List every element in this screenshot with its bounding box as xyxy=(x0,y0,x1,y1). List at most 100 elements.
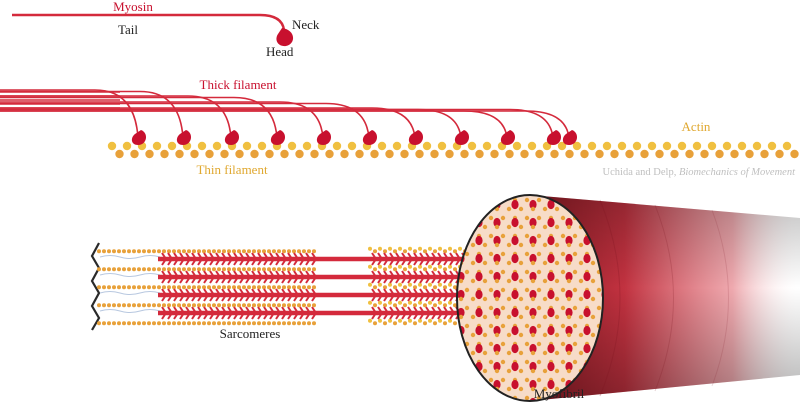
actin-dot xyxy=(500,305,506,311)
thin-filament-bead xyxy=(102,321,106,326)
thin-filament-bead xyxy=(282,303,286,308)
actin-dot xyxy=(572,305,578,311)
cross-bridge xyxy=(233,288,239,296)
cross-bridge xyxy=(215,312,221,320)
thin-filament-bead xyxy=(267,303,271,308)
thin-filament-bead xyxy=(368,318,372,323)
cross-bridge xyxy=(311,252,317,260)
thin-filament-bead xyxy=(383,285,387,290)
actin-dot xyxy=(572,341,578,347)
cross-bridge xyxy=(293,270,299,278)
actin-dot xyxy=(488,215,494,221)
thin-filament-bead xyxy=(217,249,221,254)
cross-bridge xyxy=(203,294,209,302)
thin-filament-bead xyxy=(177,303,181,308)
thin-filament-bead xyxy=(307,267,311,272)
actin-monomer xyxy=(250,149,259,159)
cross-bridge xyxy=(389,270,395,278)
thin-filament-bead xyxy=(458,246,462,251)
actin-dot xyxy=(590,296,596,302)
cross-bridge xyxy=(443,258,449,266)
actin-dot xyxy=(470,386,476,392)
thin-filament-bead xyxy=(413,303,417,308)
cross-bridge xyxy=(245,258,251,266)
actin-dot xyxy=(524,359,530,365)
myosin-head xyxy=(176,130,192,145)
cross-bridge xyxy=(185,258,191,266)
actin-monomer xyxy=(722,141,732,151)
myosin-dot xyxy=(457,289,465,300)
actin-monomer xyxy=(167,141,177,151)
actin-dot xyxy=(464,269,470,275)
thin-filament-bead xyxy=(292,249,296,254)
myosin-dot xyxy=(529,271,537,282)
thin-filament-bead xyxy=(433,285,437,290)
actin-dot xyxy=(554,260,560,266)
cross-bridge xyxy=(215,252,221,260)
credit-text: Uchida and Delp, Biomechanics of Movemen… xyxy=(603,167,797,178)
cross-bridge xyxy=(221,312,227,320)
actin-dot xyxy=(542,296,548,302)
cross-bridge xyxy=(305,288,311,296)
thin-filament-bead xyxy=(287,321,291,326)
actin-dot xyxy=(500,377,506,383)
cross-bridge xyxy=(383,312,389,320)
cross-bridge xyxy=(239,306,245,314)
thin-filament-bead xyxy=(172,321,176,326)
cross-bridge xyxy=(227,312,233,320)
myosin-dot xyxy=(511,361,519,372)
cross-bridge xyxy=(251,252,257,260)
thin-filament-bead xyxy=(147,303,151,308)
thin-filament-bead xyxy=(177,321,181,326)
cross-bridge xyxy=(305,276,311,284)
cross-bridge xyxy=(305,252,311,260)
actin-dot xyxy=(566,260,572,266)
cross-bridge xyxy=(227,294,233,302)
cross-bridge xyxy=(401,252,407,260)
thin-filament-bead xyxy=(142,285,146,290)
myosin-dot xyxy=(493,307,501,318)
thin-filament-bead xyxy=(423,303,427,308)
cross-bridge xyxy=(305,312,311,320)
thin-filament-bead xyxy=(177,267,181,272)
cross-bridge xyxy=(383,258,389,266)
thin-filament-bead xyxy=(97,321,101,326)
actin-dot xyxy=(488,197,494,203)
thin-filament-bead xyxy=(438,264,442,269)
cross-bridge xyxy=(407,258,413,266)
cross-bridge xyxy=(281,312,287,320)
thin-filament-bead xyxy=(373,267,377,272)
cross-bridge xyxy=(281,306,287,314)
thin-filament-bead xyxy=(388,300,392,305)
cross-bridge xyxy=(281,270,287,278)
actin-monomer xyxy=(235,149,244,159)
thin-filament-bead xyxy=(122,321,126,326)
actin-dot xyxy=(524,215,530,221)
myosin-dot xyxy=(475,199,483,210)
cross-bridge xyxy=(245,294,251,302)
thin-filament-bead xyxy=(373,303,377,308)
cross-bridge xyxy=(275,306,281,314)
cross-bridge xyxy=(227,270,233,278)
actin-dot xyxy=(596,305,602,311)
thin-filament-bead xyxy=(117,321,121,326)
cross-bridge xyxy=(383,270,389,278)
thin-filament-bead xyxy=(252,285,256,290)
cross-bridge xyxy=(455,258,461,266)
cross-bridge xyxy=(293,312,299,320)
thin-filament-bead xyxy=(167,303,171,308)
myosin-dot xyxy=(511,271,519,282)
cross-bridge xyxy=(389,288,395,296)
cross-bridge xyxy=(377,276,383,284)
actin-dot xyxy=(457,233,458,239)
cross-bridge xyxy=(221,270,227,278)
cross-bridge xyxy=(443,306,449,314)
thin-filament-bead xyxy=(212,267,216,272)
cross-bridge xyxy=(191,306,197,314)
actin-dot xyxy=(572,359,578,365)
cross-bridge xyxy=(221,276,227,284)
thin-filament-bead xyxy=(192,303,196,308)
actin-dot xyxy=(554,314,560,320)
myosin-dot xyxy=(493,397,501,401)
thin-filament-bead xyxy=(137,321,141,326)
